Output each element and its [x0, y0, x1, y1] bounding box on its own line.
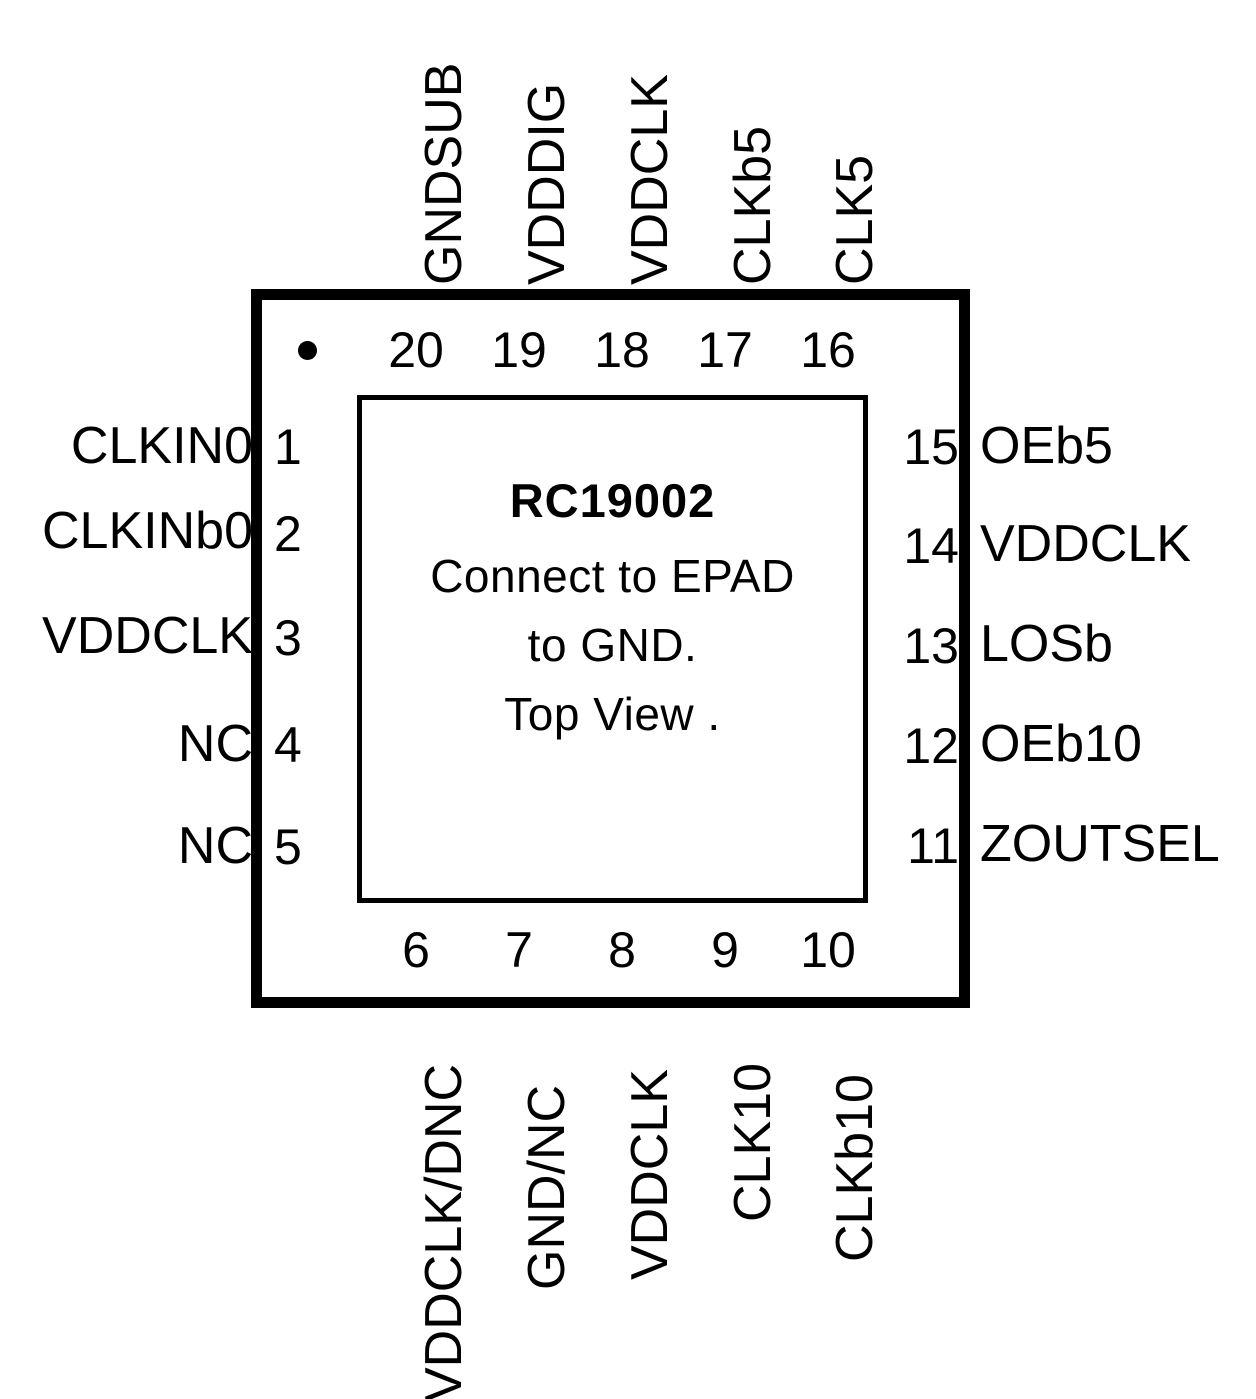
- pin-number-14: 14: [903, 518, 959, 574]
- pin-label-16: CLK5: [826, 154, 884, 285]
- pin-number-6: 6: [402, 922, 430, 978]
- pin-label-7: GND/NC: [518, 1084, 576, 1290]
- pin-number-19: 19: [491, 322, 547, 378]
- pin-number-5: 5: [274, 819, 302, 875]
- pin-label-1: CLKIN0: [70, 417, 253, 475]
- pin-number-1: 1: [274, 419, 302, 475]
- pin-label-12: OEb10: [980, 715, 1142, 773]
- pin-number-3: 3: [274, 610, 302, 666]
- pin-label-19: VDDDIG: [518, 82, 576, 285]
- pin-number-10: 10: [800, 922, 856, 978]
- pin-label-10: CLKb10: [826, 1074, 884, 1262]
- pin-label-2: CLKINb0: [42, 502, 253, 560]
- pin-label-11: ZOUTSEL: [980, 815, 1220, 873]
- pin-number-13: 13: [903, 618, 959, 674]
- epad-note-line-2: to GND.: [527, 619, 698, 671]
- pin-number-15: 15: [903, 419, 959, 475]
- pin-label-6: VDDCLK/DNC: [415, 1063, 473, 1399]
- pin-label-9: CLK10: [724, 1063, 782, 1222]
- pin-number-11: 11: [907, 818, 959, 874]
- pin-label-17: CLKb5: [724, 126, 782, 285]
- pin-label-4: NC: [177, 715, 253, 773]
- part-number: RC19002: [509, 474, 716, 527]
- pin-number-20: 20: [388, 322, 444, 378]
- pin-number-12: 12: [903, 718, 959, 774]
- pin-1-indicator-dot: [298, 341, 317, 360]
- pin-number-9: 9: [711, 922, 739, 978]
- pin-number-16: 16: [800, 322, 856, 378]
- epad-note-line-1: Connect to EPAD: [430, 550, 795, 602]
- pin-label-18: VDDCLK: [621, 74, 679, 285]
- exposed-pad-box: [357, 395, 868, 903]
- pin-label-5: NC: [177, 817, 253, 875]
- chip-center-text: RC19002 Connect to EPAD to GND. Top View…: [357, 460, 868, 749]
- pin-number-2: 2: [274, 506, 302, 562]
- pin-label-20: GNDSUB: [415, 62, 473, 285]
- pin-number-8: 8: [608, 922, 636, 978]
- pin-label-14: VDDCLK: [980, 515, 1191, 573]
- pin-number-18: 18: [594, 322, 650, 378]
- view-orientation-note: Top View .: [504, 688, 721, 740]
- pin-number-7: 7: [505, 922, 533, 978]
- pin-label-15: OEb5: [980, 417, 1113, 475]
- pin-label-3: VDDCLK: [42, 607, 253, 665]
- pin-label-13: LOSb: [980, 615, 1113, 673]
- pin-number-17: 17: [697, 322, 753, 378]
- pin-number-4: 4: [274, 717, 302, 773]
- pin-label-8: VDDCLK: [621, 1069, 679, 1280]
